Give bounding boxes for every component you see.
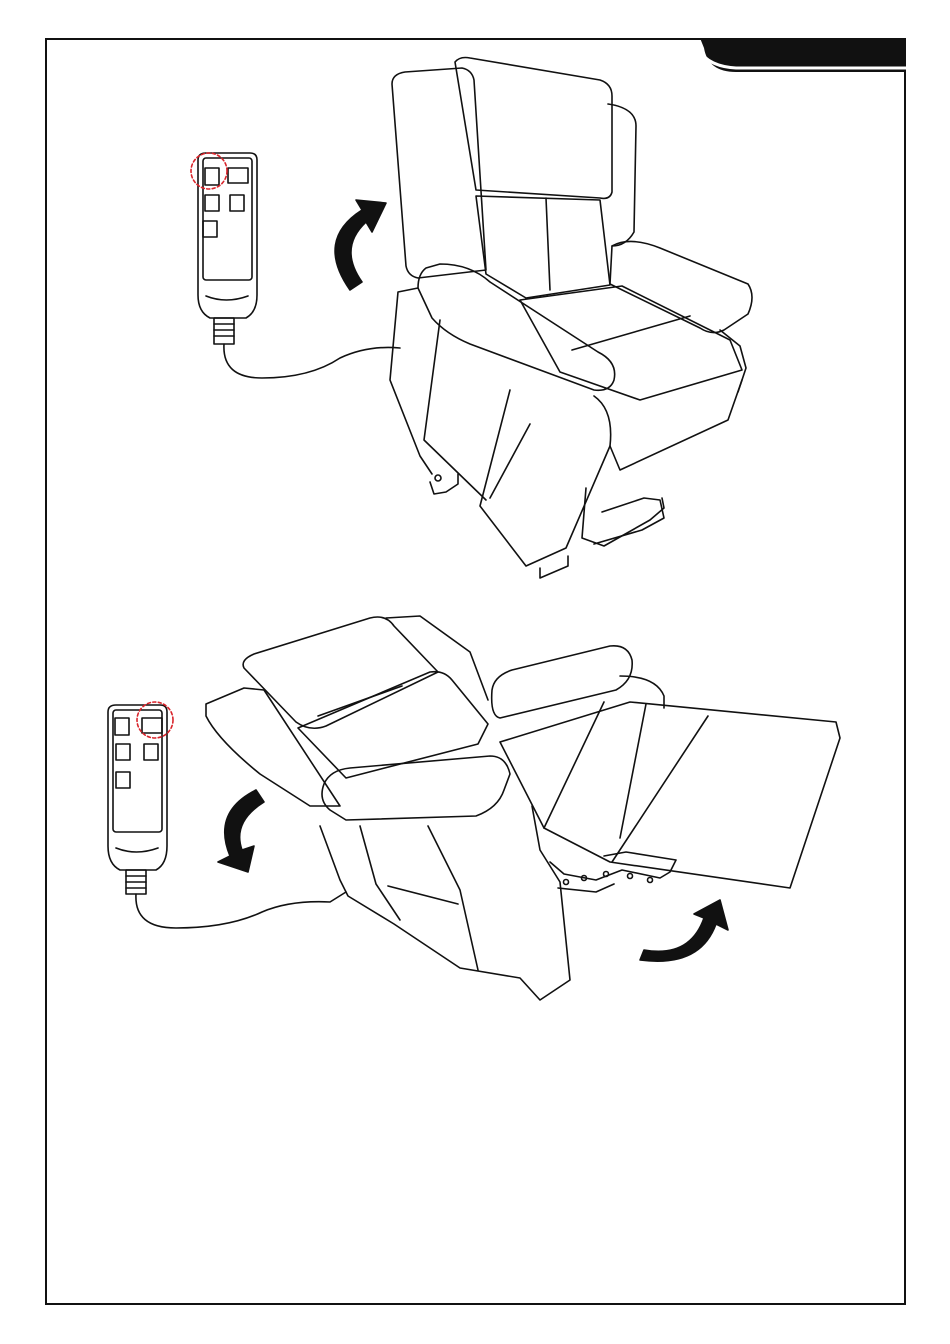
- button-5: [116, 772, 130, 788]
- lift-up-button: [115, 718, 129, 735]
- remote-control-recline: [108, 702, 346, 928]
- recline-button: [142, 718, 162, 733]
- button-3: [205, 195, 219, 211]
- recline-button: [228, 168, 248, 183]
- curved-arrow-up-right: [640, 900, 728, 961]
- curved-arrow-up: [335, 200, 386, 290]
- button-4: [144, 744, 158, 760]
- lift-chair: [390, 58, 752, 579]
- button-5: [203, 221, 217, 237]
- button-3: [116, 744, 130, 760]
- button-4: [230, 195, 244, 211]
- lift-up-button: [205, 168, 219, 185]
- curved-arrow-down: [218, 790, 264, 872]
- remote-control-lift: [191, 153, 400, 378]
- reclined-chair: [206, 616, 840, 1000]
